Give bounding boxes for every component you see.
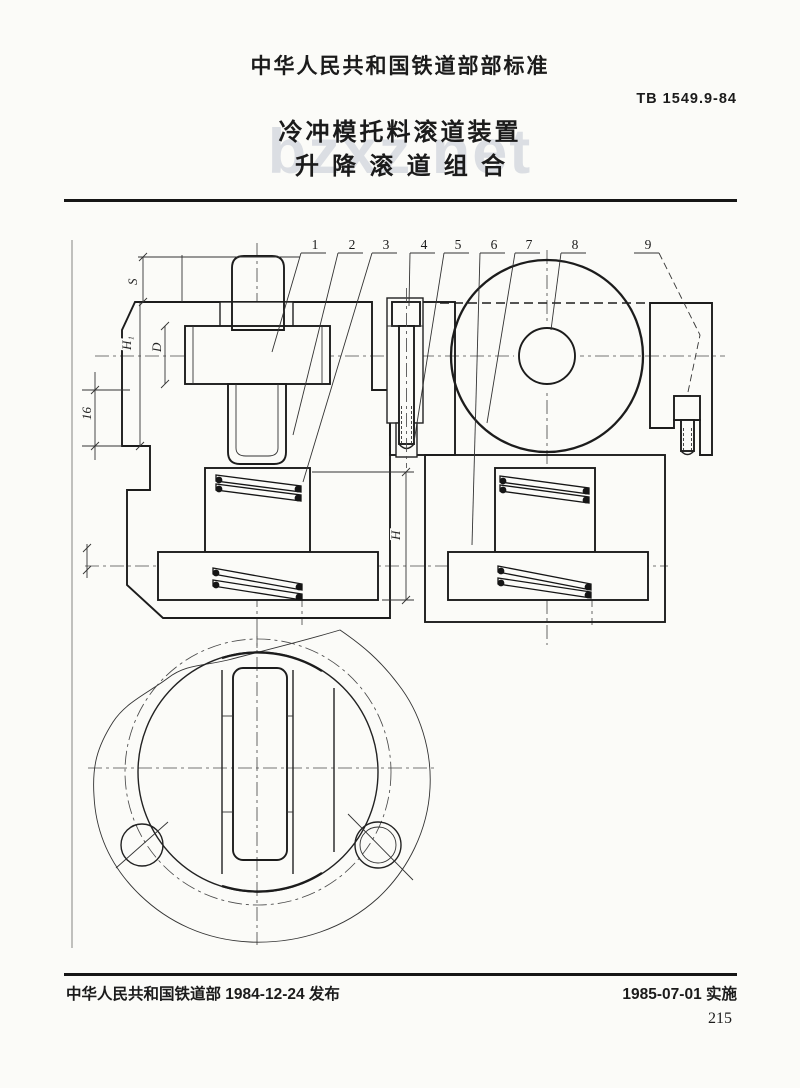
callout-7: 7 <box>486 236 540 424</box>
svg-text:9: 9 <box>645 237 652 252</box>
footer-rule <box>64 973 737 976</box>
dim-H: H <box>388 530 403 541</box>
screw-head <box>391 301 421 327</box>
clamp-block <box>231 255 285 331</box>
technical-drawing: S H₁ D 16 H <box>71 236 725 948</box>
plan-bolt-circle <box>124 638 392 906</box>
callout-4: 4 <box>408 236 435 307</box>
roller-hub-gap <box>514 323 580 389</box>
plan-outer-contour <box>93 629 431 943</box>
part-callouts: 1 2 3 4 <box>271 236 701 546</box>
roller-axle-pin <box>518 327 576 385</box>
plan-slot-top-edge <box>221 651 323 672</box>
standard-number: TB 1549.9-84 <box>636 91 737 107</box>
svg-text:7: 7 <box>526 237 533 252</box>
callout-3: 3 <box>302 236 397 483</box>
shaft <box>184 325 331 385</box>
center-screw <box>386 288 424 468</box>
plan-view <box>88 629 434 945</box>
plan-slot <box>221 651 335 893</box>
roller-disc <box>449 258 645 454</box>
plan-slot-bottom-edge <box>221 872 323 893</box>
dim-H1: H₁ <box>119 336 134 351</box>
watermark: bzxz.net <box>267 117 533 187</box>
svg-text:6: 6 <box>491 237 498 252</box>
callout-6: 6 <box>471 236 505 546</box>
standard-org-line: 中华人民共和国铁道部部标准 <box>250 55 550 78</box>
svg-text:2: 2 <box>349 237 356 252</box>
svg-text:1: 1 <box>312 237 319 252</box>
callout-2: 2 <box>292 236 363 436</box>
callout-9: 9 <box>634 236 701 393</box>
clamp-slot <box>219 301 294 329</box>
side-bolt-shank <box>680 419 695 452</box>
side-bolt <box>673 395 701 456</box>
document-subtitle: 升降滚道组合 <box>294 153 519 180</box>
footer-issued: 中华人民共和国铁道部 1984-12-24 发布 <box>66 986 340 1003</box>
footer-implemented: 1985-07-01 实施 <box>622 986 737 1003</box>
dim-D: D <box>149 342 164 353</box>
callout-8: 8 <box>550 236 586 331</box>
side-bolt-head <box>673 395 701 421</box>
section-view: S H₁ D 16 H <box>78 236 725 648</box>
document-title: 冷冲模托料滚道装置 <box>278 119 522 146</box>
header-rule <box>64 199 737 202</box>
side-bolt-tip <box>680 450 695 456</box>
plan-roller <box>232 667 288 861</box>
plan-hole-right <box>347 813 414 881</box>
u-slot <box>227 383 287 465</box>
page-number: 215 <box>708 1010 732 1027</box>
svg-text:5: 5 <box>455 237 462 252</box>
right-housing-body <box>424 454 666 623</box>
callout-5: 5 <box>413 236 469 443</box>
svg-text:8: 8 <box>572 237 579 252</box>
svg-text:4: 4 <box>421 237 428 252</box>
roller-pins <box>212 474 592 601</box>
dim-S: S <box>125 278 140 285</box>
dimensions: S H₁ D 16 H <box>78 252 414 605</box>
u-slot-inner <box>235 384 279 457</box>
callout-1: 1 <box>271 236 326 353</box>
plan-hole-left <box>115 821 169 869</box>
plan-pocket-circle <box>137 651 379 893</box>
dim-16: 16 <box>79 407 94 421</box>
svg-text:3: 3 <box>383 237 390 252</box>
